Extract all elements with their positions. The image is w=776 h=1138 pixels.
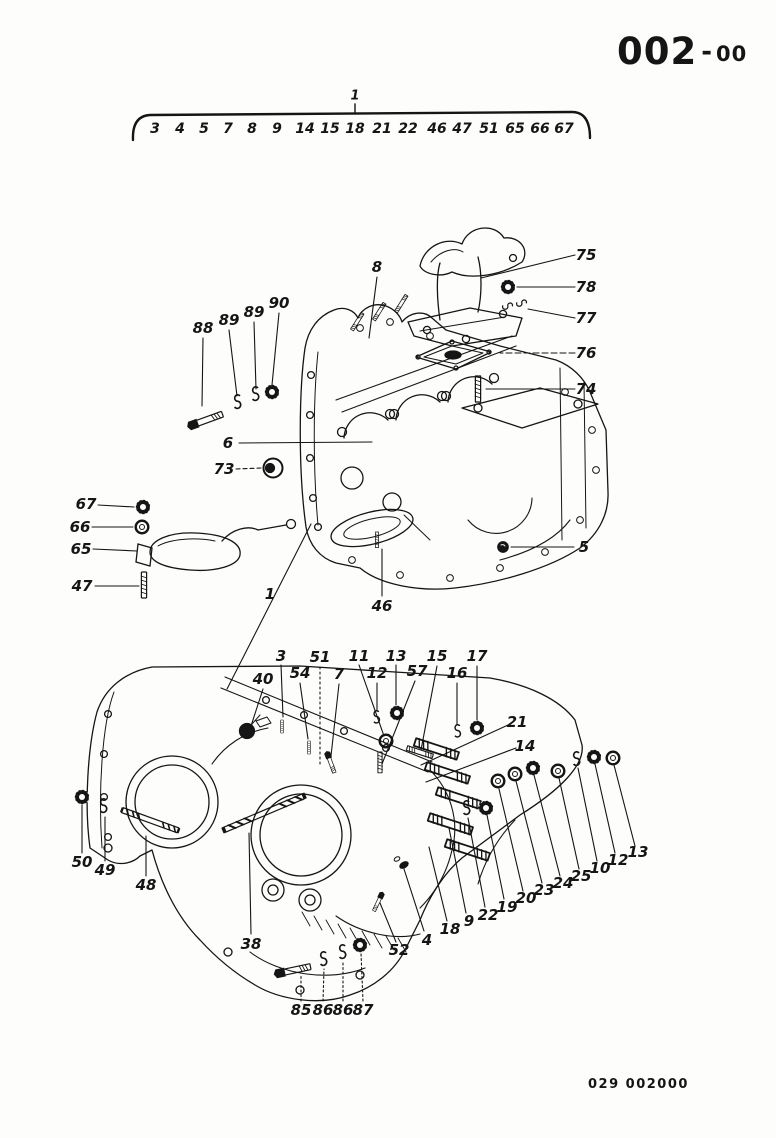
callout-20: 20 xyxy=(515,889,537,907)
bracket-number: 7 xyxy=(223,121,233,137)
callout-4: 4 xyxy=(421,931,433,949)
bracket-number: 65 xyxy=(505,121,525,137)
callout-22: 22 xyxy=(477,906,499,924)
callout-49: 49 xyxy=(94,861,116,879)
callout-78: 78 xyxy=(575,278,597,296)
bracket-number: 14 xyxy=(295,121,315,137)
bracket-number: 3 xyxy=(150,121,160,137)
group-bracket-line xyxy=(131,103,592,142)
page-code-main: 002 xyxy=(617,30,698,73)
callout-89: 89 xyxy=(243,303,265,321)
callout-65: 65 xyxy=(70,540,92,558)
bracket-number: 66 xyxy=(530,121,550,137)
callout-12: 12 xyxy=(607,851,629,869)
page-code-suffix: 00 xyxy=(716,42,748,66)
bracket-number: 5 xyxy=(199,121,209,137)
callout-23: 23 xyxy=(533,881,555,899)
callout-17: 17 xyxy=(466,647,488,665)
callout-38: 38 xyxy=(240,935,262,953)
callout-19: 19 xyxy=(496,898,518,916)
bracket-number: 47 xyxy=(452,121,472,137)
callout-77: 77 xyxy=(575,309,597,327)
callout-13: 13 xyxy=(627,843,649,861)
callout-54: 54 xyxy=(289,664,311,682)
callout-7: 7 xyxy=(333,665,345,683)
callout-50: 50 xyxy=(71,853,93,871)
callout-21: 21 xyxy=(506,713,528,731)
callout-18: 18 xyxy=(439,920,461,938)
callout-88: 88 xyxy=(192,319,214,337)
callout-76: 76 xyxy=(575,344,597,362)
upper-half-case-drawing xyxy=(262,293,609,590)
bracket-number: 18 xyxy=(345,121,365,137)
callout-1: 1 xyxy=(264,585,276,603)
callout-3: 3 xyxy=(275,647,287,665)
callout-87: 87 xyxy=(352,1001,374,1019)
callout-73: 73 xyxy=(213,460,235,478)
callout-90: 90 xyxy=(268,294,290,312)
oil-strainer-drawing xyxy=(135,518,297,572)
callout-14: 14 xyxy=(514,737,536,755)
callout-12: 12 xyxy=(366,664,388,682)
callout-16: 16 xyxy=(446,664,468,682)
footer-code: 029 002000 xyxy=(588,1077,689,1092)
callout-74: 74 xyxy=(575,380,597,398)
page-code-separator: - xyxy=(701,36,714,67)
callout-13: 13 xyxy=(385,647,407,665)
callout-67: 67 xyxy=(75,495,97,513)
callout-86: 86 xyxy=(332,1001,354,1019)
bracket-number: 51 xyxy=(479,121,499,137)
bracket-number: 9 xyxy=(272,121,282,137)
callout-75: 75 xyxy=(575,246,597,264)
bracket-number: 4 xyxy=(175,121,185,137)
group-number: 1 xyxy=(350,88,360,104)
callout-46: 46 xyxy=(371,597,393,615)
callout-48: 48 xyxy=(135,876,157,894)
callout-15: 15 xyxy=(426,647,448,665)
callout-25: 25 xyxy=(570,867,592,885)
lower-half-case-drawing xyxy=(86,665,583,1002)
callout-6: 6 xyxy=(222,434,234,452)
callout-89: 89 xyxy=(218,311,240,329)
bracket-number: 21 xyxy=(372,121,392,137)
callout-9: 9 xyxy=(463,912,475,930)
callout-52: 52 xyxy=(388,941,410,959)
callout-11: 11 xyxy=(348,647,370,665)
callout-86: 86 xyxy=(312,1001,334,1019)
callout-40: 40 xyxy=(252,670,274,688)
callout-57: 57 xyxy=(406,662,428,680)
gasket-drawing xyxy=(415,339,492,371)
bracket-number: 46 xyxy=(427,121,447,137)
callout-24: 24 xyxy=(552,874,574,892)
callout-51: 51 xyxy=(309,648,331,666)
bracket-number: 15 xyxy=(320,121,340,137)
callout-47: 47 xyxy=(71,577,93,595)
callout-85: 85 xyxy=(290,1001,312,1019)
callout-8: 8 xyxy=(371,258,383,276)
callout-5: 5 xyxy=(578,538,590,556)
generator-stand-drawing xyxy=(407,227,526,347)
page-code: 002 - 00 xyxy=(617,33,747,70)
bracket-number: 8 xyxy=(247,121,257,137)
bracket-number: 67 xyxy=(554,121,574,137)
small-parts xyxy=(74,279,621,980)
callout-10: 10 xyxy=(589,859,611,877)
callout-66: 66 xyxy=(69,518,91,536)
leader-lines xyxy=(81,254,636,1002)
bracket-number: 22 xyxy=(398,121,418,137)
